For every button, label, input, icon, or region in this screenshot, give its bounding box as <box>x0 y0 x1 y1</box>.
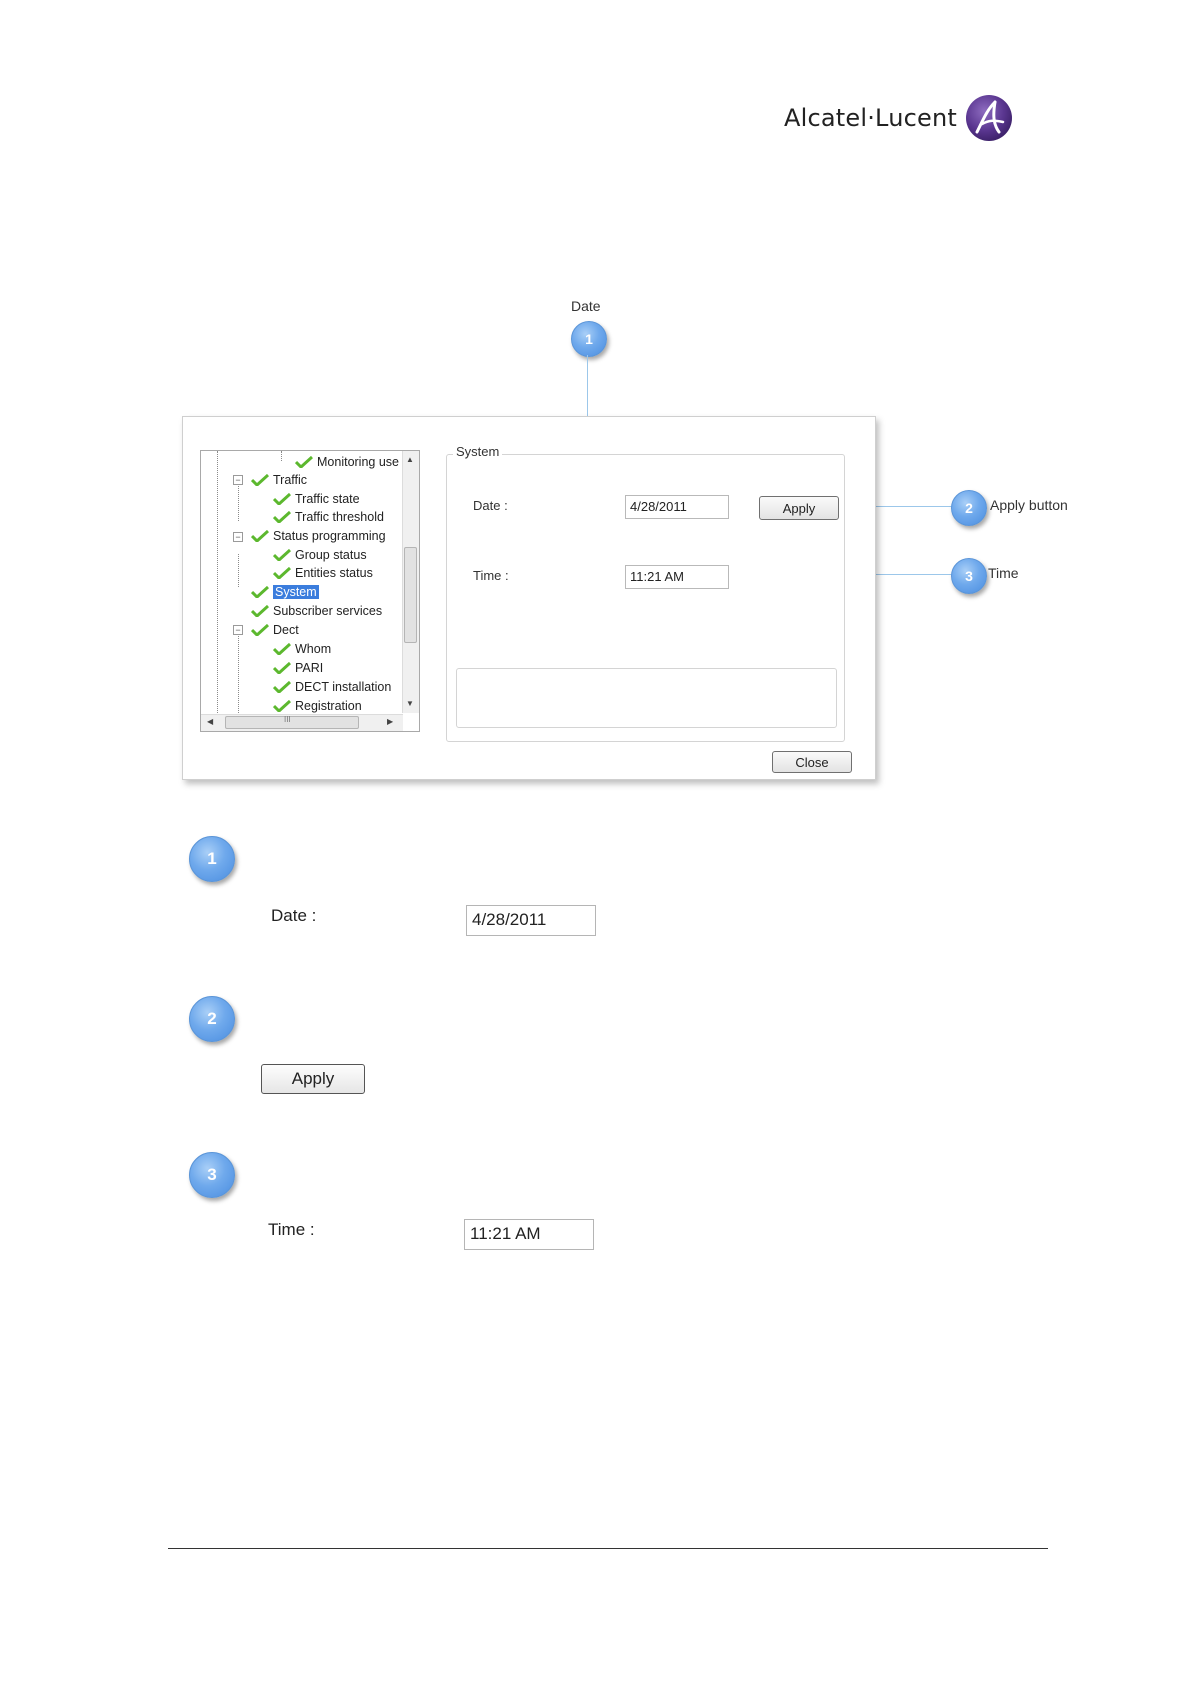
tree-item-status-programming[interactable]: Status programming <box>251 527 386 545</box>
tree-item-label: Status programming <box>273 529 386 543</box>
callout-3-bubble: 3 <box>951 558 987 594</box>
checkmark-icon <box>273 511 291 523</box>
collapse-traffic-icon[interactable]: − <box>233 475 243 485</box>
tree-item-label: Entities status <box>295 566 373 580</box>
tree-item-label: Traffic state <box>295 492 360 506</box>
checkmark-icon <box>273 567 291 579</box>
tree-item-entities-status[interactable]: Entities status <box>273 564 373 582</box>
tree-item-label: Dect <box>273 623 299 637</box>
vertical-scroll-thumb[interactable] <box>404 547 417 643</box>
checkmark-icon <box>273 700 291 712</box>
tree-item-label: DECT installation <box>295 680 392 694</box>
time-field[interactable]: 11:21 AM <box>625 565 729 589</box>
tree-item-system[interactable]: System <box>251 583 319 601</box>
tree-item-whom[interactable]: Whom <box>273 640 331 658</box>
tree-horizontal-scrollbar[interactable]: ◀ III ▶ <box>201 714 403 731</box>
checkmark-icon <box>251 624 269 636</box>
collapse-status-icon[interactable]: − <box>233 532 243 542</box>
tree-vertical-scrollbar[interactable]: ▲ ▼ <box>402 451 419 713</box>
close-button[interactable]: Close <box>772 751 852 773</box>
scroll-down-arrow-icon[interactable]: ▼ <box>406 699 414 708</box>
callout-date-label: Date <box>571 298 601 314</box>
scroll-up-arrow-icon[interactable]: ▲ <box>406 455 414 464</box>
checkmark-icon <box>273 643 291 655</box>
groupbox-title: System <box>453 444 503 459</box>
tree-item-traffic-state[interactable]: Traffic state <box>273 490 360 508</box>
checkmark-icon <box>251 586 269 598</box>
tree-item-label: Subscriber services <box>273 604 383 618</box>
checkmark-icon <box>273 681 291 693</box>
alcatel-lucent-logo-icon <box>966 95 1013 141</box>
tree-item-label: PARI <box>295 661 324 675</box>
tree-item-dect-installation[interactable]: DECT installation <box>273 678 391 696</box>
tree-guide-line <box>238 554 239 587</box>
checkmark-icon <box>273 549 291 561</box>
apply-button[interactable]: Apply <box>759 496 839 520</box>
callout-2-bubble: 2 <box>951 490 987 526</box>
tree-guide-line <box>238 629 239 713</box>
tree-guide-line <box>238 479 239 521</box>
message-panel <box>456 668 837 728</box>
checkmark-icon <box>251 605 269 617</box>
tree-item-label: Traffic <box>273 473 308 487</box>
tree-item-traffic[interactable]: Traffic <box>251 471 307 489</box>
tree-item-traffic-threshold[interactable]: Traffic threshold <box>273 508 384 526</box>
tree-guide-line <box>281 451 282 461</box>
date-label: Date : <box>473 498 508 513</box>
detail-time-label: Time : <box>268 1220 315 1239</box>
tree-item-label: Group status <box>295 548 367 562</box>
detail-date-field[interactable]: 4/28/2011 <box>466 905 596 936</box>
system-dialog: − − − Monitoring use Traffic Traffic sta… <box>182 416 876 780</box>
navigation-tree[interactable]: − − − Monitoring use Traffic Traffic sta… <box>200 450 420 732</box>
tree-item-group-status[interactable]: Group status <box>273 546 367 564</box>
company-logo: Alcatel·Lucent <box>784 92 1024 144</box>
tree-item-label: Registration <box>295 699 362 713</box>
checkmark-icon <box>295 456 313 468</box>
tree-item-label: System <box>273 585 319 599</box>
scroll-left-arrow-icon[interactable]: ◀ <box>207 717 214 726</box>
detail-3-bubble: 3 <box>189 1152 235 1198</box>
checkmark-icon <box>273 493 291 505</box>
callout-time-label: Time <box>988 565 1019 581</box>
system-groupbox <box>446 454 845 742</box>
detail-time-field[interactable]: 11:21 AM <box>464 1219 594 1250</box>
callout-1-bubble: 1 <box>571 321 607 357</box>
checkmark-icon <box>251 530 269 542</box>
time-label: Time : <box>473 568 509 583</box>
callout-2-connector <box>838 506 954 507</box>
horizontal-scroll-thumb[interactable]: III <box>225 715 359 729</box>
detail-apply-button[interactable]: Apply <box>261 1064 365 1094</box>
detail-1-bubble: 1 <box>189 836 235 882</box>
tree-item-pari[interactable]: PARI <box>273 659 323 677</box>
footer-divider <box>168 1548 1048 1549</box>
tree-guide-line <box>217 451 218 713</box>
tree-item-label: Monitoring use <box>317 455 399 469</box>
scroll-grip: III <box>284 715 291 724</box>
tree-item-label: Traffic threshold <box>295 510 384 524</box>
detail-2-bubble: 2 <box>189 996 235 1042</box>
tree-item-label: Whom <box>295 642 332 656</box>
brand-name: Alcatel·Lucent <box>784 104 958 132</box>
scroll-right-arrow-icon[interactable]: ▶ <box>387 717 394 726</box>
callout-apply-label: Apply button <box>990 497 1068 513</box>
checkmark-icon <box>251 474 269 486</box>
date-field[interactable]: 4/28/2011 <box>625 495 729 519</box>
checkmark-icon <box>273 662 291 674</box>
collapse-dect-icon[interactable]: − <box>233 625 243 635</box>
tree-item-dect[interactable]: Dect <box>251 621 299 639</box>
tree-item-registration[interactable]: Registration <box>273 697 362 715</box>
tree-item-monitoring[interactable]: Monitoring use <box>295 453 399 471</box>
detail-date-label: Date : <box>271 906 317 925</box>
tree-item-subscriber-services[interactable]: Subscriber services <box>251 602 382 620</box>
